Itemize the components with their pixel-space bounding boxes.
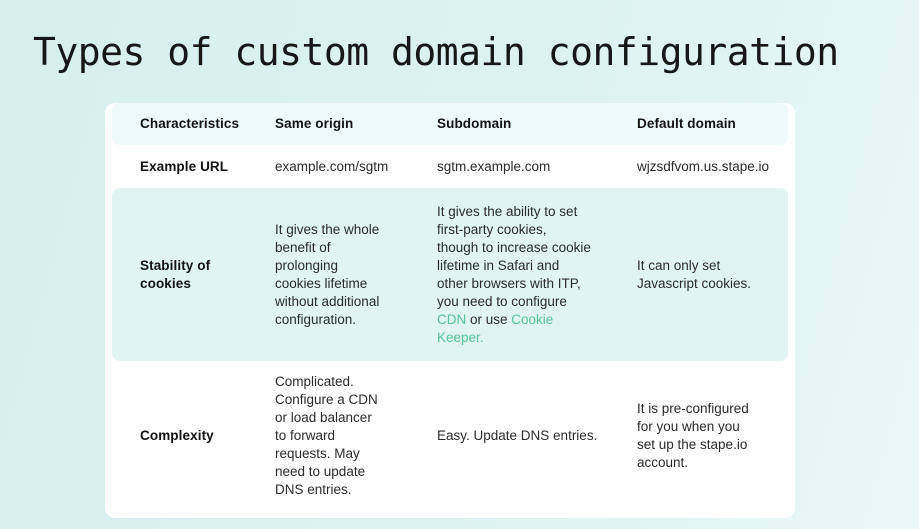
column-header-default-domain: Default domain <box>637 116 736 131</box>
cell-stability-same-origin: It gives the whole benefit of prolonging… <box>275 221 380 327</box>
cell-complexity-default-domain: It is pre-configured for you when you se… <box>637 401 749 470</box>
column-header-same-origin: Same origin <box>275 116 354 131</box>
column-header-subdomain: Subdomain <box>437 116 512 131</box>
cell-example-url-same-origin: example.com/sgtm <box>275 158 389 174</box>
cell-stability-subdomain: It gives the ability to set first-party … <box>402 203 602 347</box>
row-label-example-url: Example URL <box>140 158 229 174</box>
cdn-link[interactable]: CDN <box>437 311 467 327</box>
comparison-table-card: Characteristics Same origin Subdomain De… <box>105 103 795 518</box>
stability-subdomain-text-middle: or use <box>466 311 512 327</box>
table-row-stability-of-cookies: Stability of cookies It gives the whole … <box>112 188 788 361</box>
stability-subdomain-text: It gives the ability to set first-party … <box>437 203 591 309</box>
table-header-row: Characteristics Same origin Subdomain De… <box>112 103 788 145</box>
table-row-example-url: Example URL example.com/sgtm sgtm.exampl… <box>105 145 795 188</box>
row-label-stability-of-cookies: Stability of cookies <box>140 257 211 291</box>
page-title: Types of custom domain configuration <box>33 30 839 74</box>
cell-complexity-subdomain: Easy. Update DNS entries. <box>437 428 598 443</box>
row-label-complexity: Complexity <box>140 428 214 443</box>
cell-example-url-default-domain: wjzsdfvom.us.stape.io <box>637 158 770 174</box>
table-row-complexity: Complexity Complicated. Configure a CDN … <box>105 361 795 511</box>
cell-complexity-same-origin: Complicated. Configure a CDN or load bal… <box>275 374 378 497</box>
cell-example-url-subdomain: sgtm.example.com <box>437 158 551 174</box>
cookie-keeper-link[interactable]: Cookie Keeper. <box>437 311 554 345</box>
column-header-characteristics: Characteristics <box>140 116 240 131</box>
cell-stability-default-domain: It can only set Javascript cookies. <box>637 257 752 291</box>
